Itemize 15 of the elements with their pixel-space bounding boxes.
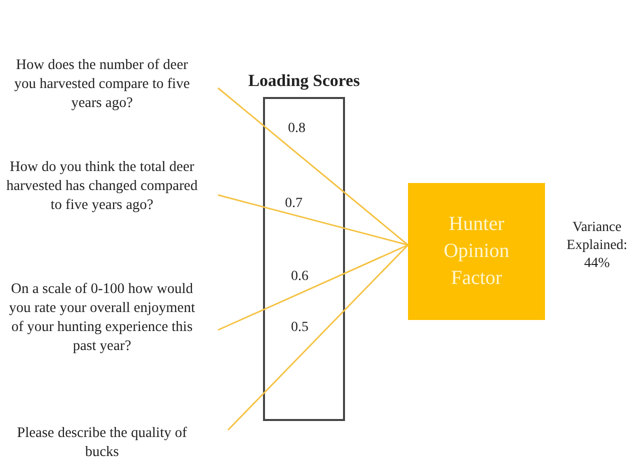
factor-label: Hunter Opinion Factor (442, 212, 510, 291)
loading-score: 0.5 (291, 319, 308, 337)
question-text: How do you think the total deer harvested has changed compared to five years ago? (5, 158, 199, 215)
column-heading: Loading Scores (248, 70, 360, 92)
question-text: Please describe the quality of bucks (16, 424, 188, 462)
connector-line (218, 244, 408, 331)
loading-score: 0.7 (285, 195, 302, 213)
connector-line (218, 194, 408, 246)
loading-score: 0.8 (288, 120, 306, 138)
variance-note: Variance Explained: 44% (566, 219, 628, 274)
connector-line (227, 244, 409, 431)
question-text: On a scale of 0-100 how would you rate your overall enjoyment of your hunting experience this past year? (8, 280, 196, 356)
question-text: How does the number of deer you harvested compare to five years ago? (13, 56, 191, 113)
connector-line (218, 87, 408, 246)
loading-score: 0.6 (291, 268, 308, 286)
